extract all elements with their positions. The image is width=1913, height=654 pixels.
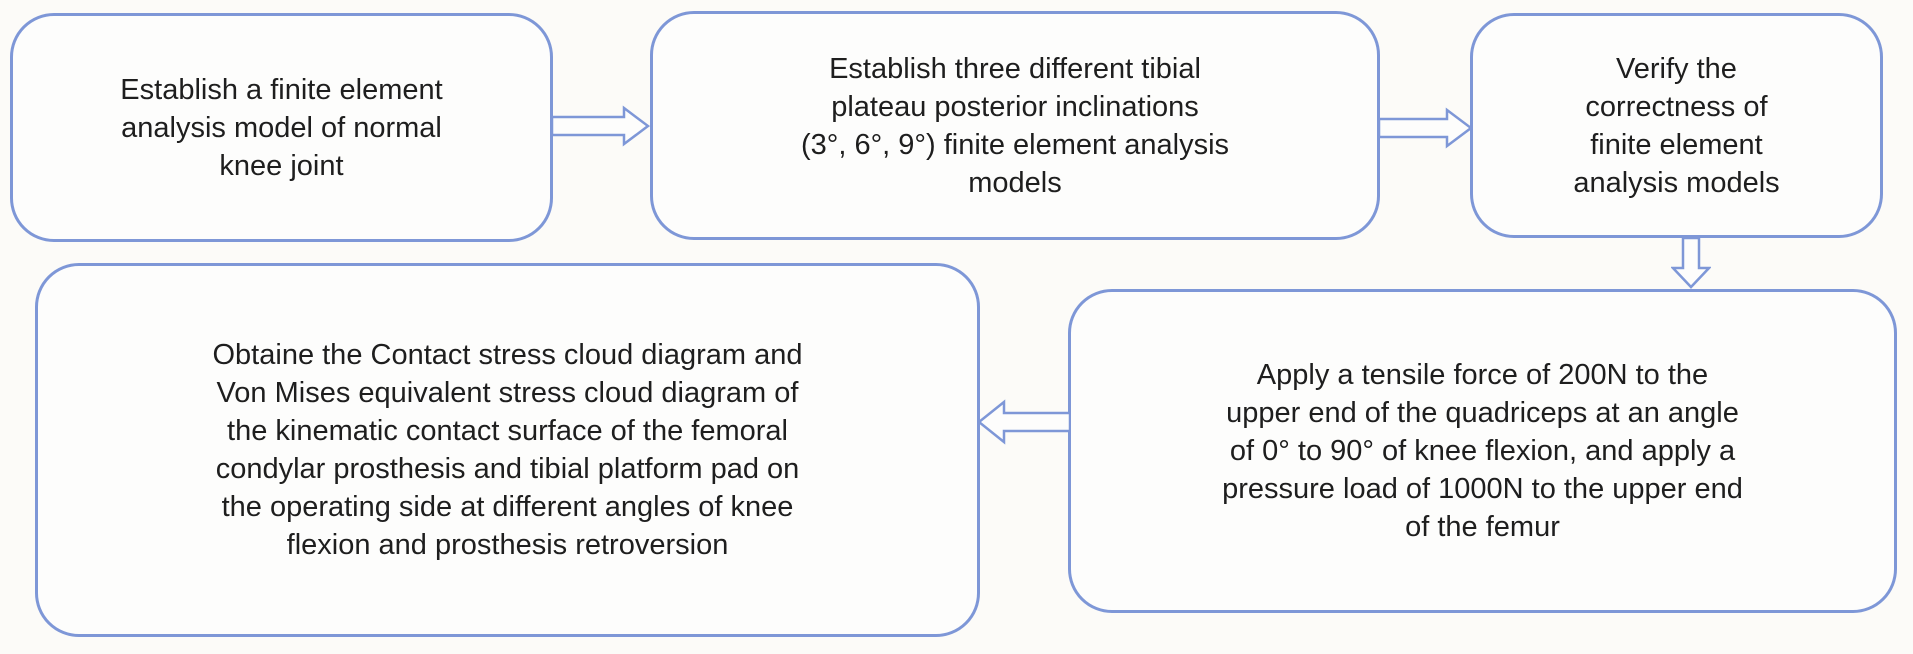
flow-step-2-label: Establish three different tibial plateau… <box>800 52 1230 199</box>
arrow-down-step3-to-step4-icon <box>1671 237 1711 289</box>
flow-step-1-label: Establish a finite element analysis mode… <box>120 73 443 182</box>
arrow-right-step1-to-step2-icon <box>551 105 650 147</box>
flow-step-4-label: Apply a tensile force of 200N to the upp… <box>1222 359 1743 543</box>
flow-step-4: Apply a tensile force of 200N to the upp… <box>1068 289 1897 613</box>
arrow-right-step2-to-step3-icon <box>1378 107 1473 149</box>
flow-step-2: Establish three different tibial plateau… <box>650 11 1380 240</box>
arrow-left-step4-to-step5-icon <box>977 399 1071 445</box>
flow-step-5-label: Obtaine the Contact stress cloud diagram… <box>212 339 803 561</box>
flow-step-1: Establish a finite element analysis mode… <box>10 13 553 242</box>
flow-step-3: Verify the correctness of finite element… <box>1470 13 1883 238</box>
flow-step-3-label: Verify the correctness of finite element… <box>1573 52 1780 199</box>
flow-step-5: Obtaine the Contact stress cloud diagram… <box>35 263 980 637</box>
